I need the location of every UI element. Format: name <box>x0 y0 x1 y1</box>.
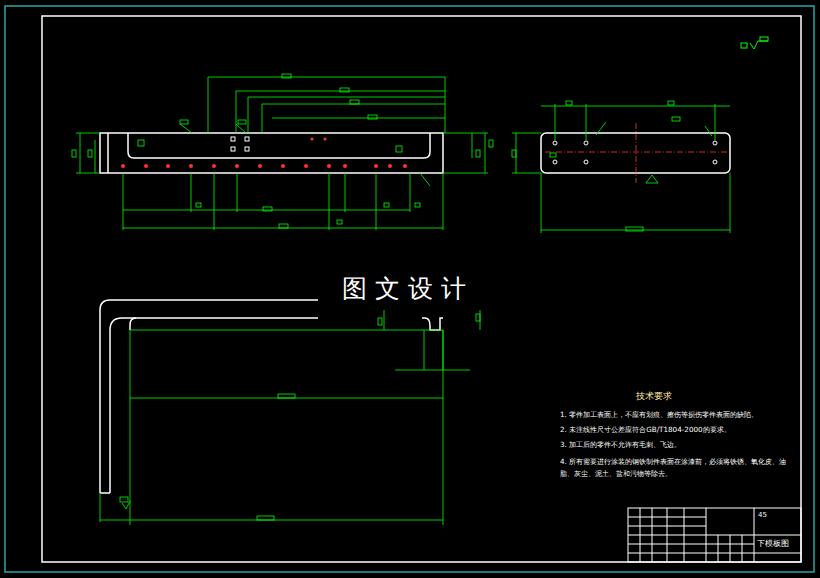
note-text: 4. 所有需要进行涂装的钢铁制件表面在涂漆前，必须将铁锈、氧化皮、油脂、灰尘、泥… <box>560 456 800 479</box>
material-cell: 45 <box>758 511 767 519</box>
note-text: 3. 加工后的零件不允许有毛刺、飞边。 <box>560 441 681 450</box>
note-heading: 技术要求 <box>636 391 672 402</box>
watermark: 图 文 设 计 <box>336 274 472 304</box>
drawing-name-cell: 下模板图 <box>757 539 789 549</box>
note-text: 2. 未注线性尺寸公差应符合GB/T1804-2000的要求。 <box>560 426 731 435</box>
note-text: 1. 零件加工表面上，不应有划痕、擦伤等损伤零件表面的缺陷。 <box>560 411 758 420</box>
